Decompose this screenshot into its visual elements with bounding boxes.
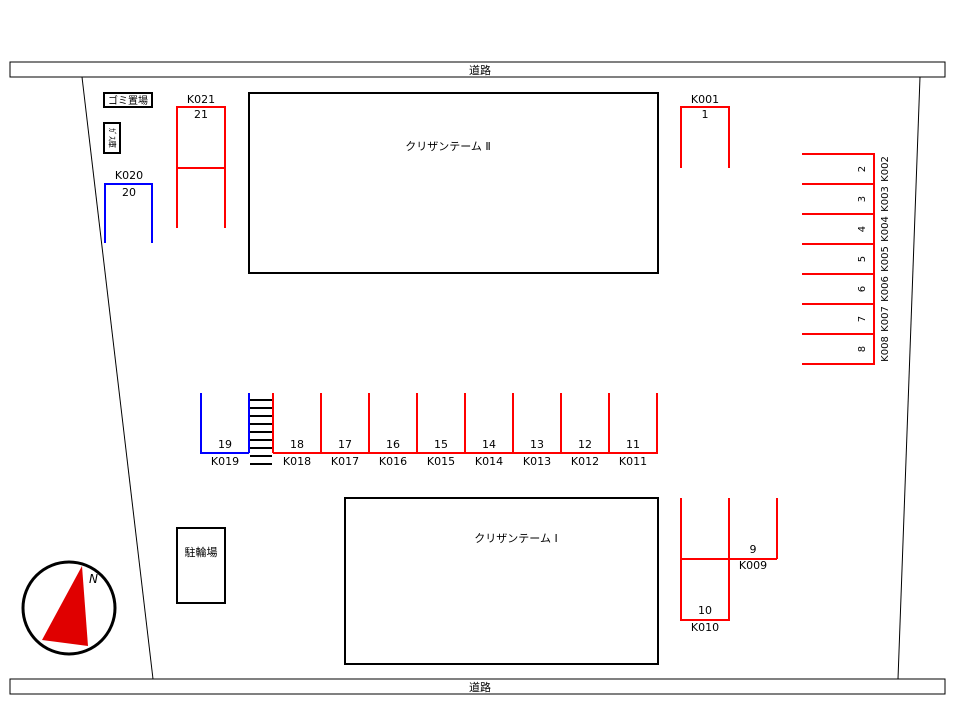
- space-number: 18: [290, 438, 304, 451]
- parking-block-southeast: [680, 498, 778, 621]
- site-boundary-right: [897, 76, 921, 680]
- space-number: 20: [122, 186, 136, 199]
- space-number: 19: [218, 438, 232, 451]
- parking-space-k012: 12 K012: [571, 438, 599, 468]
- parking-space-k006: 6 K006: [857, 276, 891, 302]
- space-number: 12: [578, 438, 592, 451]
- bicycle-parking: 駐輪場: [176, 527, 226, 604]
- garbage-area: ゴミ置場: [103, 92, 153, 108]
- parking-space-k002: 2 K002: [857, 156, 891, 182]
- road-top: 道路: [9, 61, 946, 78]
- space-code: K006: [880, 276, 891, 302]
- space-number: 7: [857, 316, 868, 322]
- road-bottom-label: 道路: [469, 680, 491, 694]
- space-code: K017: [331, 455, 359, 468]
- parking-space-k011: 11 K011: [619, 438, 647, 468]
- parking-space-k008: 8 K008: [857, 336, 891, 362]
- parking-space-k007: 7 K007: [857, 306, 891, 332]
- space-number: 11: [626, 438, 640, 451]
- space-code: K013: [523, 455, 551, 468]
- space-number: 5: [857, 256, 868, 262]
- space-number: 17: [338, 438, 352, 451]
- parking-space-k015: 15 K015: [427, 438, 455, 468]
- compass: N: [21, 560, 117, 656]
- space-number: 1: [702, 108, 709, 121]
- space-code: K011: [619, 455, 647, 468]
- building-north-label: クリザンテーム Ⅱ: [405, 140, 491, 153]
- space-code: K010: [691, 621, 719, 634]
- bicycle-parking-label: 駐輪場: [185, 545, 218, 559]
- space-code: K007: [880, 306, 891, 332]
- space-code: K001: [691, 93, 719, 106]
- compass-north-label: N: [89, 572, 98, 586]
- gas-storage-label: ｶﾞｽ庫: [108, 128, 118, 148]
- space-code: K003: [880, 186, 891, 212]
- parking-row-east: [802, 153, 875, 365]
- parking-space-k010: 10 K010: [691, 604, 719, 634]
- space-number: 14: [482, 438, 496, 451]
- space-code: K009: [739, 559, 767, 572]
- parking-space-k018: 18 K018: [283, 438, 311, 468]
- space-code: K020: [115, 169, 143, 182]
- building-south-label: クリザンテーム Ⅰ: [474, 532, 557, 545]
- space-number: 15: [434, 438, 448, 451]
- parking-space-k013: 13 K013: [523, 438, 551, 468]
- road-bottom: 道路: [9, 678, 946, 695]
- parking-row-center: [272, 393, 658, 454]
- space-number: 2: [857, 166, 868, 172]
- space-code: K012: [571, 455, 599, 468]
- space-code: K004: [880, 216, 891, 242]
- space-number: 8: [857, 346, 868, 352]
- space-code: K019: [211, 455, 239, 468]
- space-number: 10: [698, 604, 712, 617]
- space-number: 4: [857, 226, 868, 232]
- space-code: K018: [283, 455, 311, 468]
- parking-space-k009: 9 K009: [739, 543, 767, 572]
- site-boundary-left: [81, 76, 154, 680]
- parking-space-k003: 3 K003: [857, 186, 891, 212]
- parking-space-k021: K021 21: [176, 93, 226, 228]
- compass-arrow: [42, 566, 88, 646]
- parking-space-k016: 16 K016: [379, 438, 407, 468]
- garbage-area-label: ゴミ置場: [108, 94, 148, 107]
- parking-space-k005: 5 K005: [857, 246, 891, 272]
- space-number: 3: [857, 196, 868, 202]
- space-code: K014: [475, 455, 503, 468]
- building-south: クリザンテーム Ⅰ: [344, 497, 659, 665]
- parking-space-k004: 4 K004: [857, 216, 891, 242]
- building-north: クリザンテーム Ⅱ: [248, 92, 659, 274]
- parking-space-k020: K020 20: [104, 169, 153, 243]
- space-code: K015: [427, 455, 455, 468]
- parking-space-k014: 14 K014: [475, 438, 503, 468]
- parking-space-k019: 19 K019: [200, 393, 250, 468]
- stairs: [250, 399, 272, 465]
- space-code: K002: [880, 156, 891, 182]
- space-code: K021: [187, 93, 215, 106]
- parking-space-k017: 17 K017: [331, 438, 359, 468]
- gas-storage: ｶﾞｽ庫: [103, 122, 121, 154]
- space-number: 13: [530, 438, 544, 451]
- space-number: 6: [857, 286, 868, 292]
- road-top-label: 道路: [469, 63, 491, 77]
- space-code: K005: [880, 246, 891, 272]
- space-code: K016: [379, 455, 407, 468]
- space-number: 16: [386, 438, 400, 451]
- space-code: K008: [880, 336, 891, 362]
- space-number: 9: [750, 543, 757, 556]
- space-number: 21: [194, 108, 208, 121]
- parking-space-k001: K001 1: [680, 93, 730, 168]
